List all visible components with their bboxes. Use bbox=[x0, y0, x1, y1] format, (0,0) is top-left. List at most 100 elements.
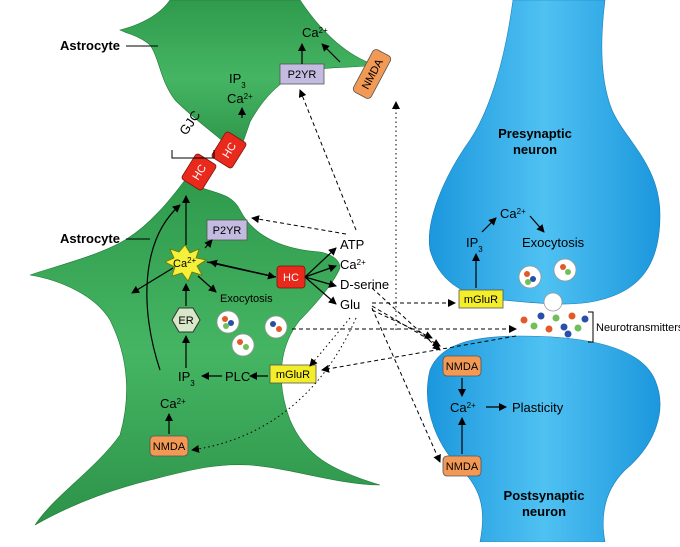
pre-vesicle-2-dot-b bbox=[565, 269, 571, 275]
presynaptic-mglur-receptor: mGluR bbox=[458, 289, 504, 309]
dashed-arrows bbox=[251, 89, 517, 463]
vesicle-2-dot-a bbox=[237, 339, 243, 345]
astrocyte-mglur-label: mGluR bbox=[276, 369, 310, 381]
arrow-hc-to-dserine bbox=[304, 276, 337, 288]
astrocyte-nmda-calcium-label: Ca2+ bbox=[160, 396, 186, 411]
postsynaptic-label-line1: Postsynaptic bbox=[504, 488, 585, 503]
calcium-burst-shape bbox=[164, 244, 208, 282]
nt-dot bbox=[574, 324, 582, 332]
release-glu-label: Glu bbox=[340, 297, 360, 312]
arrow-atp-to-top-p2yr bbox=[298, 89, 357, 231]
er-hexagon bbox=[171, 307, 201, 333]
vesicle-1-dot-a bbox=[222, 316, 228, 322]
hc-channel-2-box bbox=[211, 131, 247, 169]
arrow-burst-to-p2yr bbox=[204, 239, 213, 249]
pre-vesicle-2-dot-a bbox=[560, 264, 566, 270]
bottom-hc-channel: HC bbox=[276, 265, 306, 289]
arrow-hc-to-ca bbox=[304, 264, 337, 278]
release-calcium-label: Ca2+ bbox=[340, 257, 366, 272]
astrocyte-vesicle-1 bbox=[216, 310, 240, 334]
neurotransmitters-bracket bbox=[588, 311, 594, 343]
vesicle-1-membrane bbox=[216, 310, 240, 334]
presynaptic-vesicle-3 bbox=[543, 292, 563, 312]
astrocyte-bottom-label: Astrocyte bbox=[60, 231, 120, 246]
postsynaptic-label-line2: neuron bbox=[522, 504, 566, 519]
postsynaptic-nmda-bottom: NMDA bbox=[442, 455, 482, 477]
pre-vesicle-1-dot-c bbox=[525, 279, 531, 285]
pre-vesicle-1-dot-b bbox=[530, 276, 536, 282]
post-nmda-top-box bbox=[442, 355, 482, 377]
presynaptic-calcium-label: Ca2+ bbox=[500, 206, 526, 221]
arrow-cleft-to-mglur bbox=[321, 335, 517, 373]
nt-dot bbox=[552, 314, 560, 322]
arrow-hc-to-burst bbox=[209, 259, 277, 278]
vesicle-1-dot-b bbox=[228, 320, 234, 326]
top-p2yr-receptor: P2YR bbox=[279, 63, 325, 85]
gjc-bracket bbox=[171, 150, 215, 159]
arrow-glu-to-cleft bbox=[371, 309, 433, 339]
bottom-hc-label: HC bbox=[283, 272, 299, 284]
nt-dot bbox=[545, 325, 553, 333]
arrow-glu-to-post-nmda bbox=[371, 305, 441, 347]
pre-vesicle-1-dot-a bbox=[524, 271, 530, 277]
arrow-burst-left bbox=[131, 267, 174, 294]
hc-channel-1-box bbox=[181, 153, 217, 191]
top-ip3-label: IP3 bbox=[229, 71, 246, 90]
astrocyte-top-label: Astrocyte bbox=[60, 38, 120, 53]
calcium-burst: Ca2+ bbox=[164, 244, 208, 282]
astrocyte-vesicle-2 bbox=[231, 333, 255, 357]
bottom-p2yr-label: P2YR bbox=[213, 225, 242, 237]
vesicle-1-dot-c bbox=[223, 323, 229, 329]
vesicle-3-dot-b bbox=[276, 326, 282, 332]
post-nmda-bottom-label: NMDA bbox=[446, 461, 479, 473]
arrow-glu-to-astro-mglur bbox=[309, 317, 351, 367]
astrocyte-exocytosis-label: Exocytosis bbox=[220, 293, 273, 305]
arrow-atp-to-bottom-p2yr bbox=[251, 215, 347, 235]
arrow-hc-to-glu bbox=[304, 276, 337, 305]
arrow-hc-to-atp bbox=[304, 247, 337, 278]
nt-dot bbox=[581, 315, 589, 323]
presynaptic-label-line2: neuron bbox=[513, 142, 557, 157]
vesicle-3-membrane bbox=[264, 315, 288, 339]
release-atp-label: ATP bbox=[340, 237, 364, 252]
neurotransmitters-label: Neurotransmitters bbox=[596, 322, 680, 334]
release-dserine-label: D-serine bbox=[340, 277, 389, 292]
plc-label: PLC bbox=[225, 369, 250, 384]
post-nmda-bottom-box bbox=[442, 455, 482, 477]
arrow-burst-to-exocytosis bbox=[197, 275, 217, 293]
nt-dot bbox=[530, 322, 538, 330]
hc-channel-1: HC bbox=[181, 153, 217, 191]
postsynaptic-nmda-top: NMDA bbox=[442, 355, 482, 377]
er-organelle: ER bbox=[171, 307, 201, 333]
astrocyte-ip3-label: IP3 bbox=[178, 369, 195, 388]
postsynaptic-calcium-label: Ca2+ bbox=[450, 400, 476, 415]
vesicle-2-membrane bbox=[231, 333, 255, 357]
pre-vesicle-1-membrane bbox=[518, 265, 542, 289]
presynaptic-exocytosis-label: Exocytosis bbox=[522, 235, 585, 250]
astrocyte-nmda-label: NMDA bbox=[153, 441, 186, 453]
post-nmda-top-label: NMDA bbox=[446, 361, 479, 373]
top-calcium-label: Ca2+ bbox=[302, 25, 328, 40]
arrow-ip3-loop bbox=[146, 204, 181, 371]
vesicle-3-dot-a bbox=[270, 321, 276, 327]
presynaptic-vesicle-2 bbox=[553, 258, 577, 282]
astrocyte-mglur-receptor: mGluR bbox=[269, 364, 317, 384]
top-nmda-box bbox=[352, 49, 392, 99]
arrow-dserine-to-post-nmda bbox=[371, 287, 441, 351]
presynaptic-vesicle-1 bbox=[518, 265, 542, 289]
nt-dot bbox=[564, 330, 572, 338]
presynaptic-ip3-label: IP3 bbox=[466, 235, 483, 254]
er-label: ER bbox=[178, 315, 193, 327]
top-calcium-label-2: Ca2+ bbox=[227, 91, 253, 106]
nt-dot bbox=[560, 323, 568, 331]
top-p2yr-label: P2YR bbox=[288, 69, 317, 81]
plasticity-label: Plasticity bbox=[512, 400, 564, 415]
arrow-ip3-to-ca-pre bbox=[481, 217, 497, 233]
pre-vesicle-3-membrane bbox=[543, 292, 563, 312]
arrow-ca-to-exocytosis-pre bbox=[529, 215, 545, 233]
astrocyte-nmda-box bbox=[149, 435, 189, 457]
astrocyte-nmda-receptor: NMDA bbox=[149, 435, 189, 457]
vesicle-2-dot-b bbox=[243, 344, 249, 350]
